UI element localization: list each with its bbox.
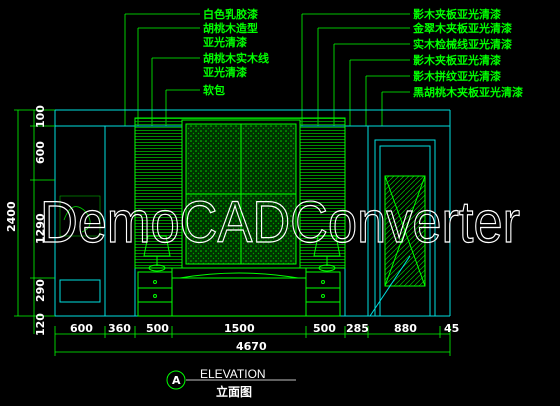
dim-left-4: 290	[34, 279, 47, 302]
dim-bottom-7: 880	[394, 322, 417, 335]
annotation-left-1: 白色乳胶漆	[203, 7, 258, 21]
annotation-right-5: 影木拼纹亚光清漆	[413, 69, 501, 83]
dim-total: 4670	[236, 340, 267, 353]
title-block: A ELEVATION 立面图	[166, 367, 296, 399]
dim-left-3: 1290	[34, 213, 47, 244]
bottom-dimensions: 600 360 500 1500 500 285 880 45 4670	[54, 322, 459, 356]
dim-bottom-8: 45	[444, 322, 459, 335]
dim-left-5: 120	[34, 313, 47, 336]
annotation-right-4: 影木夹板亚光清漆	[413, 53, 501, 67]
annotation-right-2: 金翠木夹板亚光清漆	[412, 21, 512, 35]
section-marker-letter: A	[172, 374, 181, 387]
bed	[171, 267, 307, 317]
watermark-text: DemoCADConverter	[40, 190, 520, 255]
leader-lines	[124, 13, 410, 126]
annotation-right-6: 黑胡桃木夹板亚光清漆	[413, 85, 523, 99]
dim-bottom-2: 360	[108, 322, 131, 335]
dim-bottom-3: 500	[146, 322, 169, 335]
annotation-left-5: 亚光清漆	[203, 65, 247, 79]
annotation-left-3: 亚光清漆	[203, 35, 247, 49]
headboard-panel	[134, 117, 346, 269]
annotation-right-1: 影木夹板亚光清漆	[413, 7, 501, 21]
dim-height-total: 2400	[5, 201, 18, 232]
right-annotations: 影木夹板亚光清漆 金翠木夹板亚光清漆 实木检械线亚光清漆 影木夹板亚光清漆 影木…	[412, 7, 523, 99]
dim-left-2: 600	[34, 141, 47, 164]
title-english: ELEVATION	[200, 367, 266, 381]
left-lamp	[143, 235, 171, 272]
dim-bottom-5: 500	[313, 322, 336, 335]
left-annotations: 白色乳胶漆 胡桃木造型 亚光清漆 胡桃木实木线 亚光清漆 软包	[203, 7, 269, 97]
dim-bottom-6: 285	[346, 322, 369, 335]
title-chinese: 立面图	[216, 384, 252, 399]
annotation-left-6: 软包	[203, 83, 225, 97]
annotation-left-2: 胡桃木造型	[203, 21, 258, 35]
right-door-panel	[369, 175, 426, 317]
left-wall-hatch	[59, 195, 101, 237]
annotation-left-4: 胡桃木实木线	[203, 51, 269, 65]
dim-left-1: 100	[34, 105, 47, 128]
right-lamp	[313, 235, 341, 272]
annotation-right-3: 实木检械线亚光清漆	[413, 37, 512, 51]
section-marker-circle	[166, 370, 186, 390]
left-nightstand	[137, 271, 173, 317]
right-nightstand	[305, 271, 341, 317]
left-dimensions: 100 600 1290 290 120 2400	[5, 105, 55, 336]
dim-bottom-1: 600	[70, 322, 93, 335]
dim-bottom-4: 1500	[224, 322, 255, 335]
